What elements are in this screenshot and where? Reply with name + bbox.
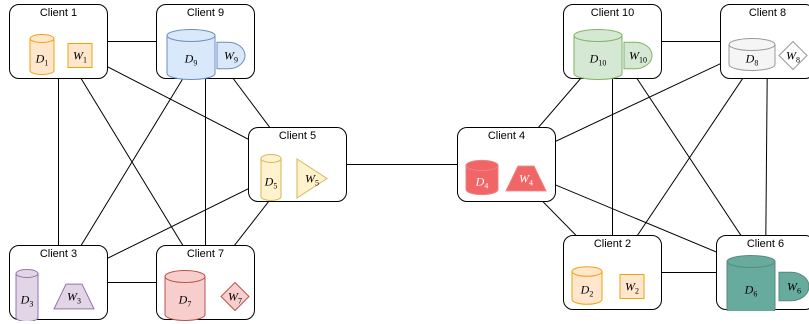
- dataset-cylinder-icon: [166, 29, 216, 80]
- client-box-c1: Client 1 D1 W1: [9, 4, 108, 79]
- dataset-cylinder-icon: [15, 269, 39, 321]
- client-contents: D8 W8: [728, 38, 808, 71]
- client-contents: D1 W1: [29, 34, 93, 75]
- client-box-c8: Client 8 D8 W8: [720, 4, 809, 79]
- client-title: Client 3: [39, 248, 78, 260]
- model-diamond-icon: [220, 281, 250, 312]
- dataset-cylinder-icon: [260, 154, 282, 201]
- dataset-cylinder-icon: [728, 38, 776, 71]
- model-label: W2: [625, 280, 639, 296]
- client-box-c3: Client 3 D3 W3: [9, 245, 108, 321]
- client-title: Client 8: [748, 7, 787, 19]
- model-diamond-icon: [778, 40, 808, 71]
- client-contents: D5 W5: [260, 154, 328, 201]
- dataset-label: D7: [178, 293, 192, 309]
- edge-c9-c3: [58, 41, 206, 283]
- dataset-label: D1: [35, 52, 49, 68]
- dataset-cylinder-icon: [726, 255, 776, 311]
- dataset-label: D5: [264, 175, 278, 191]
- client-box-c10: Client 10 D10 W10: [563, 4, 662, 80]
- dataset-cylinder-icon: [573, 29, 623, 80]
- model-trapezoid-icon: [505, 165, 547, 192]
- model-half-round-icon: [623, 41, 653, 70]
- client-contents: D7 W7: [164, 270, 250, 321]
- client-contents: D9 W9: [166, 29, 246, 80]
- dataset-label: D6: [744, 283, 758, 299]
- model-label: W10: [629, 49, 647, 65]
- client-box-c6: Client 6 D6 W6: [716, 235, 809, 311]
- client-title: Client 7: [186, 248, 225, 260]
- dataset-label: D9: [184, 52, 198, 68]
- dataset-cylinder-icon: [29, 34, 55, 75]
- model-label: W4: [519, 172, 533, 188]
- dataset-label: D4: [475, 175, 489, 191]
- client-contents: D2 W2: [571, 266, 645, 305]
- dataset-cylinder-icon: [465, 159, 499, 196]
- dataset-label: D2: [580, 283, 594, 299]
- edge-c8-c6: [765, 41, 768, 273]
- client-box-c5: Client 5 D5 W5: [248, 127, 347, 202]
- model-label: W1: [73, 49, 87, 65]
- edge-c8-c2: [612, 41, 768, 273]
- dataset-label: D10: [589, 52, 607, 68]
- client-title: Client 1: [39, 7, 78, 19]
- model-square-icon: [67, 43, 93, 68]
- client-title: Client 9: [186, 7, 225, 19]
- client-contents: D3 W3: [15, 269, 95, 321]
- dataset-cylinder-icon: [571, 266, 603, 305]
- client-title: Client 2: [593, 238, 632, 250]
- dataset-cylinder-icon: [164, 270, 206, 321]
- model-label: W5: [305, 172, 319, 188]
- client-title: Client 4: [487, 130, 526, 142]
- model-trapezoid-icon: [53, 283, 95, 310]
- model-label: W3: [67, 290, 81, 306]
- client-box-c2: Client 2 D2 W2: [563, 235, 662, 310]
- client-title: Client 6: [746, 238, 785, 250]
- model-label: W9: [224, 49, 238, 65]
- dataset-label: D8: [745, 52, 759, 68]
- model-triangle-icon: [296, 158, 328, 199]
- client-contents: D10 W10: [573, 29, 653, 80]
- edge-c10-c6: [612, 41, 766, 273]
- model-label: W6: [787, 280, 801, 296]
- dataset-label: D3: [20, 293, 34, 309]
- client-title: Client 10: [590, 7, 635, 19]
- client-contents: D6 W6: [726, 255, 809, 311]
- model-half-round-icon: [216, 41, 246, 70]
- client-box-c4: Client 4 D4 W4: [457, 127, 556, 202]
- client-contents: D4 W4: [465, 159, 547, 196]
- model-label: W8: [786, 49, 800, 65]
- model-square-icon: [619, 274, 645, 299]
- client-title: Client 5: [278, 130, 317, 142]
- client-box-c7: Client 7 D7 W7: [156, 245, 255, 321]
- client-box-c9: Client 9 D9 W9: [156, 4, 255, 80]
- model-label: W7: [228, 290, 242, 306]
